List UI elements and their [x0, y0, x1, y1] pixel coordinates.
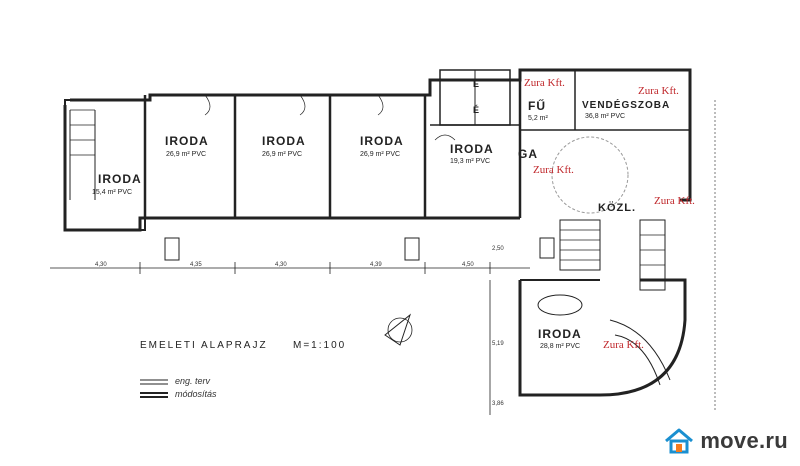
- dimension-label: 4,50: [462, 262, 474, 268]
- watermark: move.ru: [664, 428, 788, 454]
- dimension-label: 2,50: [492, 246, 504, 252]
- room-label-iroda-2: IRODA: [262, 134, 306, 148]
- plan-title: EMELETI ALAPRAJZ: [140, 340, 268, 351]
- room-label-kozl: KÖZL.: [598, 201, 636, 214]
- watermark-text: move.ru: [700, 428, 788, 453]
- room-label-iroda-4: IRODA: [450, 142, 494, 156]
- dimension-label: 4,39: [370, 262, 382, 268]
- room-label-fu: FŰ: [528, 98, 546, 113]
- plan-scale: M=1:100: [293, 340, 346, 351]
- room-area-iroda-left: 15,4 m² PVC: [92, 189, 132, 196]
- house-icon: [665, 428, 694, 454]
- legend-original: eng. terv: [175, 376, 211, 386]
- room-label-vendegszoba: VENDÉGSZOBA: [582, 98, 670, 111]
- room-area-iroda-3: 26,9 m² PVC: [360, 151, 400, 158]
- dimension-label: 4,30: [95, 262, 107, 268]
- room-area-iroda-1: 26,9 m² PVC: [166, 151, 206, 158]
- room-label-wc-e2: É: [473, 105, 480, 115]
- legend-modified: módosítás: [175, 389, 217, 399]
- dimension-label: 3,86: [492, 401, 504, 407]
- room-label-ga: GA: [518, 147, 538, 161]
- annotation-zura-2: Zura Kft.: [638, 85, 679, 97]
- annotation-zura-1: Zura Kft.: [524, 77, 565, 89]
- room-label-wc-e1: É: [473, 79, 480, 89]
- room-area-iroda-4: 19,3 m² PVC: [450, 158, 490, 165]
- room-label-iroda-round: IRODA: [538, 327, 582, 341]
- dimension-label: 5,19: [492, 341, 504, 347]
- dimension-label: 4,30: [275, 262, 287, 268]
- room-label-iroda-3: IRODA: [360, 134, 404, 148]
- annotation-zura-5: Zura Kft.: [603, 339, 644, 351]
- dimension-label: 4,35: [190, 262, 202, 268]
- annotation-zura-4: Zura Kft.: [654, 195, 695, 207]
- room-area-iroda-round: 28,8 m² PVC: [540, 343, 580, 350]
- room-area-fu: 5,2 m²: [528, 115, 549, 122]
- room-label-iroda-1: IRODA: [165, 134, 209, 148]
- room-label-iroda-left: IRODA: [98, 172, 142, 186]
- room-area-vendegszoba: 36,8 m² PVC: [585, 113, 625, 120]
- room-area-iroda-2: 26,9 m² PVC: [262, 151, 302, 158]
- annotation-zura-3: Zura Kft.: [533, 164, 574, 176]
